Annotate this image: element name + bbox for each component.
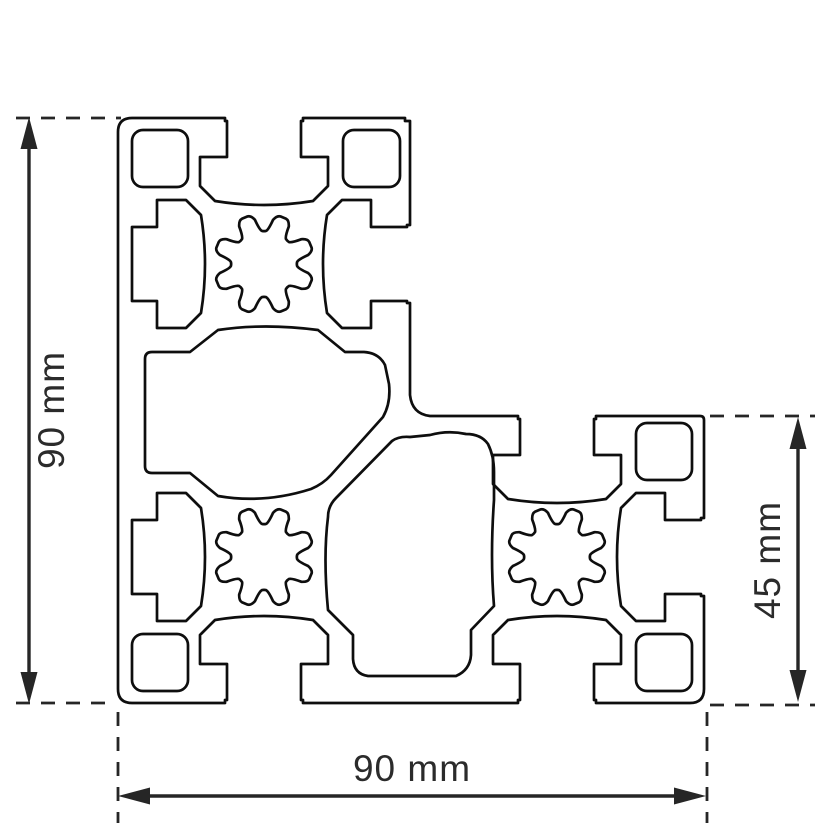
arrowhead-left-icon: [118, 787, 150, 805]
core-cavity-left: [143, 325, 391, 501]
dimension-right-height: 45 mm: [710, 414, 815, 707]
closed-slot-cavity-upper-left: [130, 198, 207, 330]
dimension-bottom-width: 90 mm: [116, 712, 709, 823]
corner-hole-bottom-left: [130, 632, 190, 693]
screw-channel-bottom-right: [507, 507, 607, 607]
corner-hole-right-upper: [634, 421, 694, 482]
corner-hole-bottom-right: [634, 632, 694, 693]
arrowhead-up-icon: [789, 417, 807, 449]
dimension-label-right: 45 mm: [747, 501, 788, 619]
profile-cross-section: [116, 116, 706, 705]
dimension-label-left: 90 mm: [31, 351, 72, 469]
dimension-label-bottom: 90 mm: [353, 748, 471, 789]
corner-hole-top-mid: [341, 128, 402, 189]
arrowhead-down-icon: [20, 672, 38, 704]
arrowhead-down-icon: [789, 670, 807, 702]
screw-channel-top-left: [214, 214, 314, 314]
corner-hole-top-left: [130, 128, 190, 189]
profile-outer-contour: [116, 116, 706, 705]
core-cavity-center: [324, 430, 496, 678]
screw-channel-bottom-left: [214, 507, 314, 607]
arrowhead-up-icon: [20, 117, 38, 149]
arrowhead-right-icon: [674, 787, 706, 805]
dimension-annotations: 90 mm 90 mm 45 mm: [16, 116, 815, 823]
closed-slot-cavity-lower-left: [130, 491, 207, 623]
dimension-left-height: 90 mm: [16, 116, 121, 705]
